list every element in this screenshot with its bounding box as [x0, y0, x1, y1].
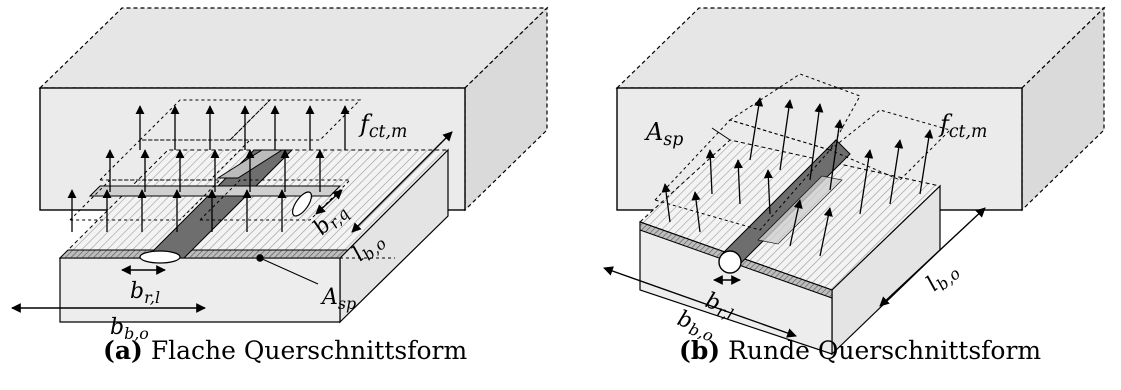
- caption-b-text: Runde Querschnittsform: [728, 336, 1042, 365]
- area-label-a: Asp: [320, 285, 356, 313]
- caption-a: (a) Flache Querschnittsform: [103, 336, 467, 365]
- panel-a: fct,m br,q lb,o br,l Asp bb,o: [11, 6, 549, 343]
- width-bar-l-label-b: br,l: [701, 288, 739, 324]
- caption-a-text: Flache Querschnittsform: [150, 336, 468, 365]
- width-bar-l-label-a: br,l: [130, 279, 160, 307]
- length-label-b: lb,o: [922, 257, 964, 299]
- stress-arrows-b: [661, 97, 934, 257]
- stress-boxes-b: [654, 73, 951, 231]
- width-label-a: bb,o: [110, 315, 149, 343]
- dimensions-b: [603, 127, 986, 338]
- area-label-b: Asp: [644, 118, 683, 150]
- stress-boxes-a: [68, 99, 362, 221]
- caption-b: (b) Runde Querschnittsform: [679, 336, 1041, 365]
- rebar-round-b: [718, 139, 851, 274]
- panel-b: Asp fct,m lb,o br,l bb,o: [603, 6, 1106, 356]
- caption-b-letter: (b): [679, 336, 721, 365]
- stress-arrows-a: [67, 105, 350, 232]
- caption-a-letter: (a): [103, 336, 143, 365]
- dimensions-a: [11, 131, 453, 313]
